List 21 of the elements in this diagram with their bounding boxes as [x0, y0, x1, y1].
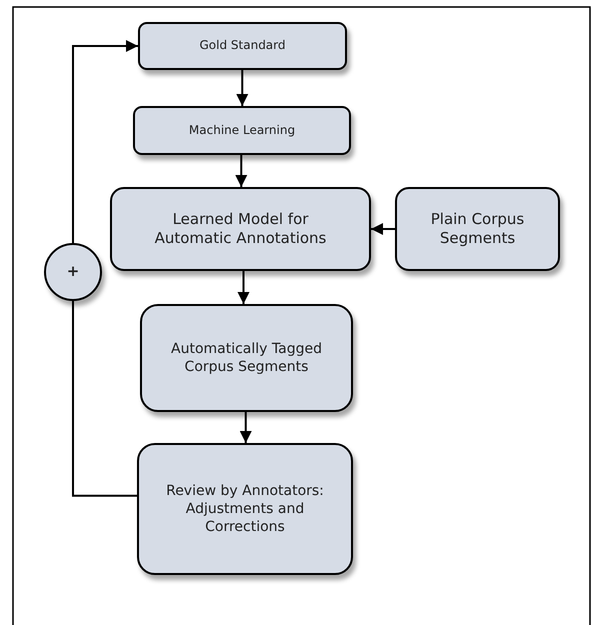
- arrow: [72, 40, 138, 243]
- box-label: Automatically Tagged Corpus Segments: [170, 340, 323, 376]
- box-label: Plain Corpus Segments: [430, 210, 526, 248]
- process-box: [138, 22, 347, 70]
- box-label: Review by Annotators: Adjustments and Corrections: [165, 482, 325, 536]
- box-label: Machine Learning: [188, 122, 296, 138]
- process-box: [140, 304, 353, 412]
- process-box: [110, 187, 371, 271]
- process-box: [137, 443, 353, 575]
- arrow: [235, 155, 248, 187]
- arrow: [240, 412, 252, 443]
- plus-sign: +: [66, 262, 80, 282]
- connector-line: [72, 301, 137, 497]
- process-box: [395, 187, 560, 271]
- arrow: [238, 271, 250, 304]
- box-label: Gold Standard: [198, 38, 286, 54]
- process-box: [133, 106, 351, 155]
- circle-node: [44, 243, 102, 301]
- box-label: Learned Model for Automatic Annotations: [154, 210, 328, 248]
- arrow: [371, 223, 395, 235]
- arrow: [236, 70, 248, 106]
